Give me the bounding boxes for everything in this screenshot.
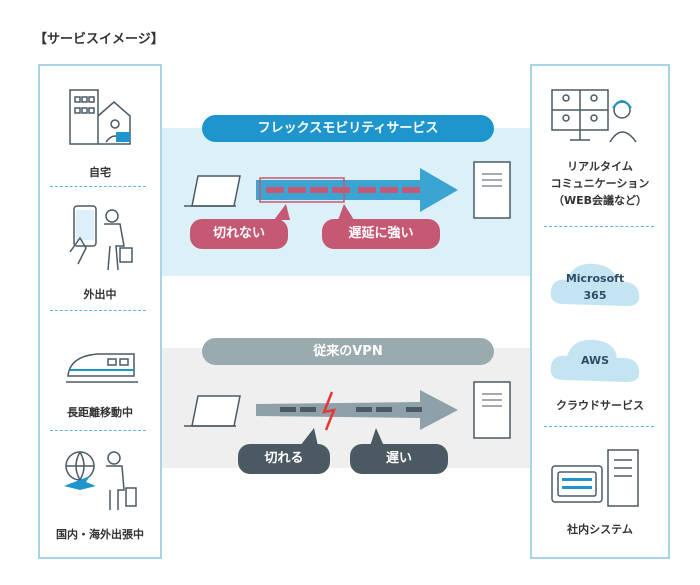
outing-label: 外出中: [83, 288, 117, 301]
home-icon: [69, 89, 131, 145]
cloud-icons: [550, 263, 640, 382]
divider: [50, 310, 146, 311]
realtime-line1: リアルタイム: [567, 160, 633, 173]
disconnects-bubble: 切れる: [238, 444, 330, 474]
train-icon: [66, 353, 138, 383]
divider: [50, 186, 146, 187]
page-title: 【サービスイメージ】: [34, 32, 164, 47]
business-trip-label: 国内・海外出張中: [56, 528, 144, 541]
right-panel: [530, 64, 670, 559]
divider: [50, 430, 146, 431]
cloud-service-label: クラウドサービス: [556, 399, 644, 412]
latency-resistant-bubble: 遅延に強い: [322, 219, 440, 249]
flex-mobility-title: フレックスモビリティサービス: [202, 115, 494, 142]
left-panel: [38, 64, 162, 559]
ms365-line1: Microsoft: [565, 272, 625, 285]
outing-icon: [69, 205, 133, 271]
internal-system-icon: [551, 449, 639, 507]
realtime-line3: （WEB会議など）: [552, 194, 648, 207]
slow-bubble: 遅い: [350, 444, 448, 474]
ms365-line2: 365: [583, 289, 607, 302]
travel-label: 長距離移動中: [67, 406, 133, 419]
divider: [544, 426, 654, 427]
business-trip-icon: [64, 451, 137, 510]
realtime-line2: コミュニケーション: [550, 177, 650, 190]
flex-connection-diagram: [184, 161, 511, 220]
home-label: 自宅: [89, 166, 111, 179]
no-disconnect-bubble: 切れない: [190, 219, 288, 249]
internal-system-label: 社内システム: [567, 523, 633, 536]
aws-label: AWS: [580, 354, 610, 367]
divider: [544, 226, 654, 227]
web-meeting-icon: [551, 89, 637, 143]
vpn-title: 従来のVPN: [202, 338, 494, 365]
vpn-connection-diagram: [184, 381, 511, 446]
